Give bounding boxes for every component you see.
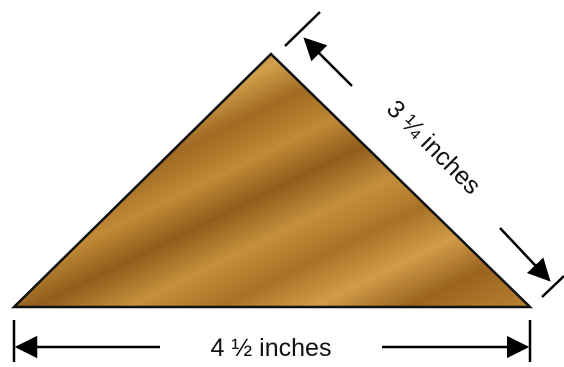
side-top-arrow bbox=[303, 37, 353, 87]
side-top-tick bbox=[284, 11, 321, 47]
wood-triangle bbox=[10, 52, 534, 309]
side-bottom-arrow bbox=[499, 227, 551, 282]
base-length-label: 4 ½ inches bbox=[211, 334, 332, 362]
side-bottom-tick bbox=[541, 275, 564, 298]
